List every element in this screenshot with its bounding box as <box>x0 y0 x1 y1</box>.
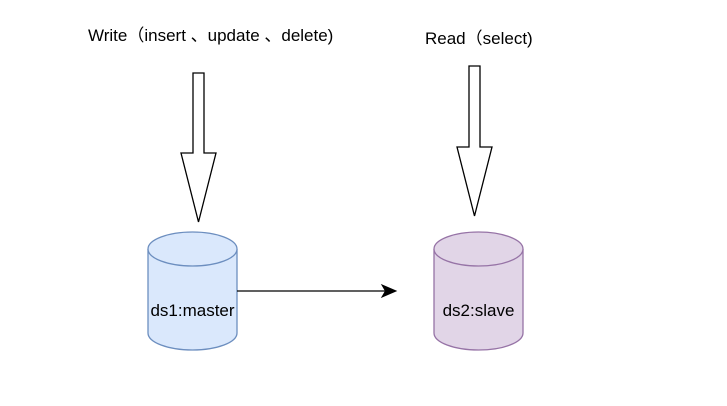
master-cylinder-body <box>147 249 238 351</box>
slave-cylinder-top <box>433 231 524 267</box>
replication-arrow-head-icon <box>380 283 398 299</box>
master-database: ds1:master <box>147 231 238 351</box>
write-arrow-icon <box>180 72 217 223</box>
write-label: Write（insert 、update 、delete) <box>88 26 333 45</box>
read-arrow-icon <box>456 65 493 217</box>
slave-label: ds2:slave <box>443 301 515 320</box>
read-label: Read（select) <box>425 29 533 48</box>
slave-database: ds2:slave <box>433 231 524 351</box>
master-cylinder-top <box>147 231 238 267</box>
master-label: ds1:master <box>150 301 234 320</box>
slave-cylinder-body <box>433 249 524 351</box>
